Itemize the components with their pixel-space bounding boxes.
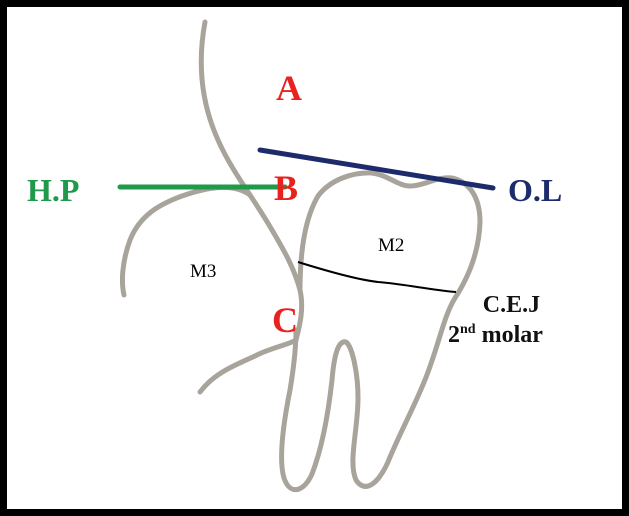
horizontal-plane-label: H.P <box>27 174 79 206</box>
cej-ordinal: 2 <box>448 322 460 348</box>
point-c-label: C <box>272 302 298 338</box>
point-a-label: A <box>276 70 302 106</box>
cej-tooth-name: 2nd molar <box>448 320 543 350</box>
third-molar-left-outline <box>122 187 250 295</box>
third-molar-label: M3 <box>190 262 216 281</box>
second-molar-label: M2 <box>378 236 404 255</box>
cej-title: C.E.J <box>480 290 543 320</box>
cej-line <box>298 262 456 292</box>
cej-label: C.E.J 2nd molar <box>480 290 543 350</box>
cej-ordinal-suffix: nd <box>460 322 476 337</box>
cej-tooth: molar <box>482 322 543 348</box>
occlusal-line-label: O.L <box>508 174 562 206</box>
point-b-label: B <box>274 170 298 206</box>
